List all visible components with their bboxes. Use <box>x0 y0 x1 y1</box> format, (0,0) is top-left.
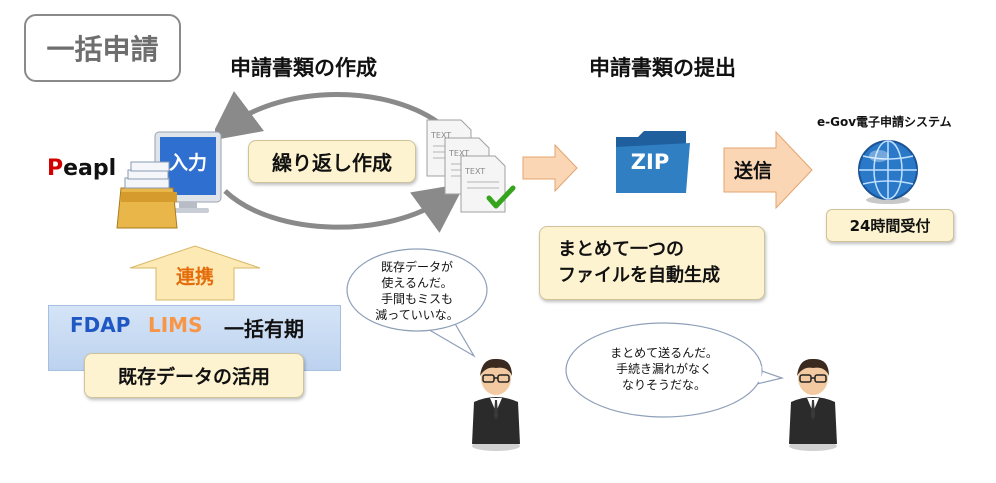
system-fdap: FDAP <box>70 313 131 337</box>
cycle-arrow-bottom <box>223 183 466 233</box>
arrow-to-zip <box>522 143 578 193</box>
text-doc-label-1: TEXT <box>430 131 451 140</box>
text-doc-label-3: TEXT <box>464 167 485 176</box>
speech-bubble-left-text: 既存データが 使えるんだ。 手間もミスも 減っていいな。 <box>357 259 477 323</box>
input-label: 入力 <box>168 152 207 174</box>
send-arrow <box>723 130 813 210</box>
combine-line-1: まとめて一つの <box>558 239 684 260</box>
cycle-arrow-top <box>215 91 445 141</box>
reception-box: 24時間受付 <box>826 209 954 242</box>
bubble-left-line-1: 既存データが <box>380 260 453 274</box>
combine-line-2: ファイルを自動生成 <box>558 265 720 286</box>
repeat-create-box: 繰り返し作成 <box>248 140 416 183</box>
existing-data-box: 既存データの活用 <box>84 353 304 398</box>
bubble-left-line-3: 手間もミスも <box>380 292 453 306</box>
bubble-left-line-4: 減っていいな。 <box>375 308 459 322</box>
computer-icon <box>116 131 222 229</box>
send-label: 送信 <box>734 160 773 182</box>
bubble-right-line-2: 手続き漏れがなく <box>615 362 712 376</box>
bubble-left-line-2: 使えるんだ。 <box>381 276 453 290</box>
heading-submit: 申請書類の提出 <box>589 56 736 80</box>
speech-bubble-right-text: まとめて送るんだ。 手続き漏れがなく なりそうだな。 <box>584 345 744 393</box>
bubble-right-line-1: まとめて送るんだ。 <box>610 346 718 360</box>
zip-folder-icon <box>616 131 690 193</box>
speech-bubble-right <box>565 322 785 418</box>
speech-bubble-left <box>346 248 488 358</box>
cycle-arrows <box>215 91 466 233</box>
peapl-label: Peapl <box>47 156 116 181</box>
link-label: 連携 <box>175 266 214 288</box>
text-doc-label-2: TEXT <box>448 149 469 158</box>
system-lims: LIMS <box>148 313 203 337</box>
bubble-right-line-3: なりそうだな。 <box>621 378 706 392</box>
globe-icon <box>858 140 918 204</box>
document-3 <box>460 155 506 213</box>
heading-create: 申請書類の作成 <box>230 56 377 80</box>
text-documents-icon: TEXT TEXT TEXT <box>426 119 516 213</box>
businessman-left-icon <box>472 358 520 451</box>
peapl-rest: eapl <box>63 156 117 181</box>
egov-title: e-Gov電子申請システム <box>817 115 952 129</box>
system-ikkatsu: 一括有期 <box>224 317 304 341</box>
peapl-first-letter: P <box>47 156 64 181</box>
page-title: 一括申請 <box>24 14 181 82</box>
checkmark-icon <box>486 185 516 209</box>
combine-box: まとめて一つの ファイルを自動生成 <box>539 226 765 300</box>
businessman-right-icon <box>789 358 837 451</box>
zip-label: ZIP <box>630 150 670 174</box>
link-arrow <box>129 245 261 301</box>
